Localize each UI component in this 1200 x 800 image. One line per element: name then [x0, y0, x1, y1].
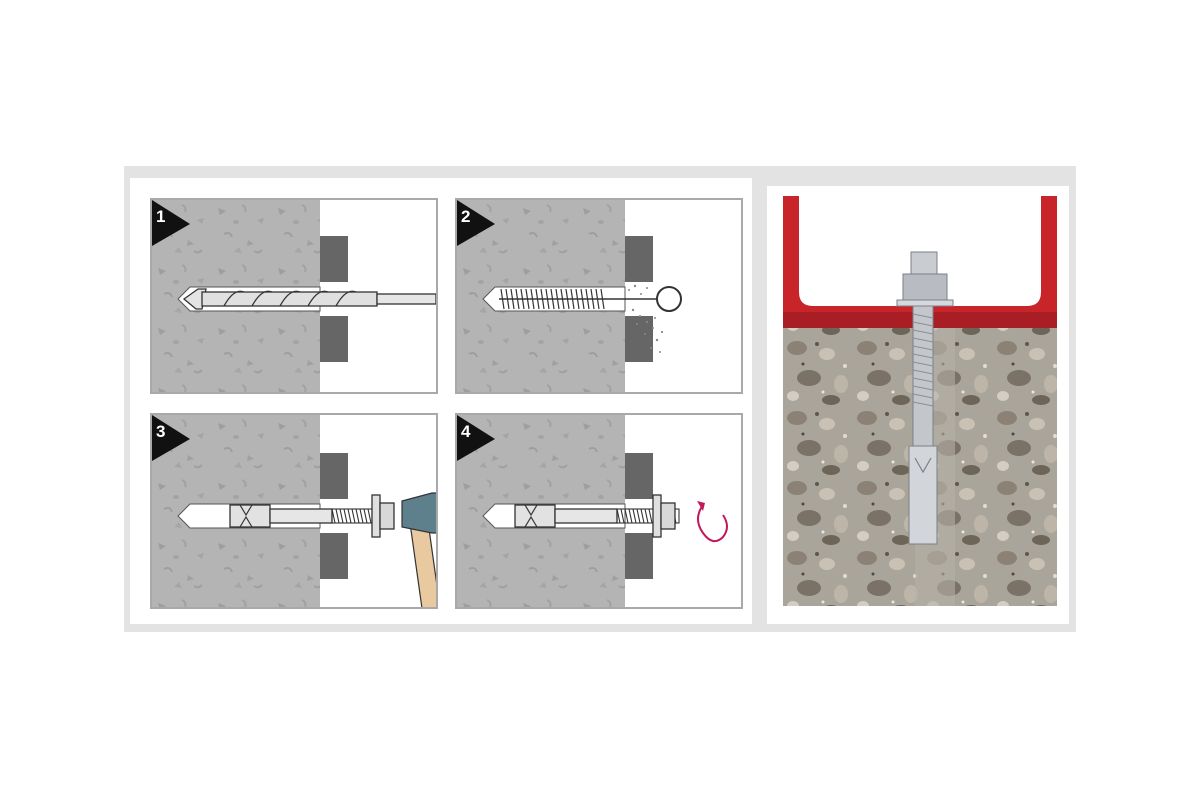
fixture-plate-bottom: [625, 533, 653, 579]
fixture-plate-bottom: [320, 533, 348, 579]
hammer-icon: [401, 492, 436, 607]
step-badge: [152, 200, 190, 246]
installed-anchor-photo: [783, 196, 1057, 606]
dust-particles: [628, 284, 664, 353]
step-2-clean-hole: 2: [455, 198, 743, 394]
fixture-plate-top: [625, 236, 653, 282]
fixture-plate-top: [625, 453, 653, 499]
fixture-plate-bottom: [320, 316, 348, 362]
step-badge: [457, 415, 495, 461]
step-4-tighten-nut: 4: [455, 413, 743, 609]
cleaning-brush-icon: [499, 286, 682, 312]
fixture-plate-bottom: [625, 316, 653, 362]
step-number: 2: [461, 207, 471, 226]
step-1-drill-hole: 1: [150, 198, 438, 394]
fixture-plate-top: [320, 453, 348, 499]
anchor-bolt-icon: [229, 494, 395, 538]
step-badge: [457, 200, 495, 246]
fixture-plate-top: [320, 236, 348, 282]
step-3-insert-anchor: 3: [150, 413, 438, 609]
anchor-bolt-icon: [514, 494, 680, 538]
step-number: 3: [156, 422, 166, 441]
drill-bit-icon: [182, 288, 436, 310]
anchor-bolt-icon: [896, 251, 954, 545]
step-number: 4: [461, 422, 471, 441]
step-number: 1: [156, 207, 166, 226]
step-badge: [152, 415, 190, 461]
rotate-arrow-icon: [697, 501, 728, 543]
